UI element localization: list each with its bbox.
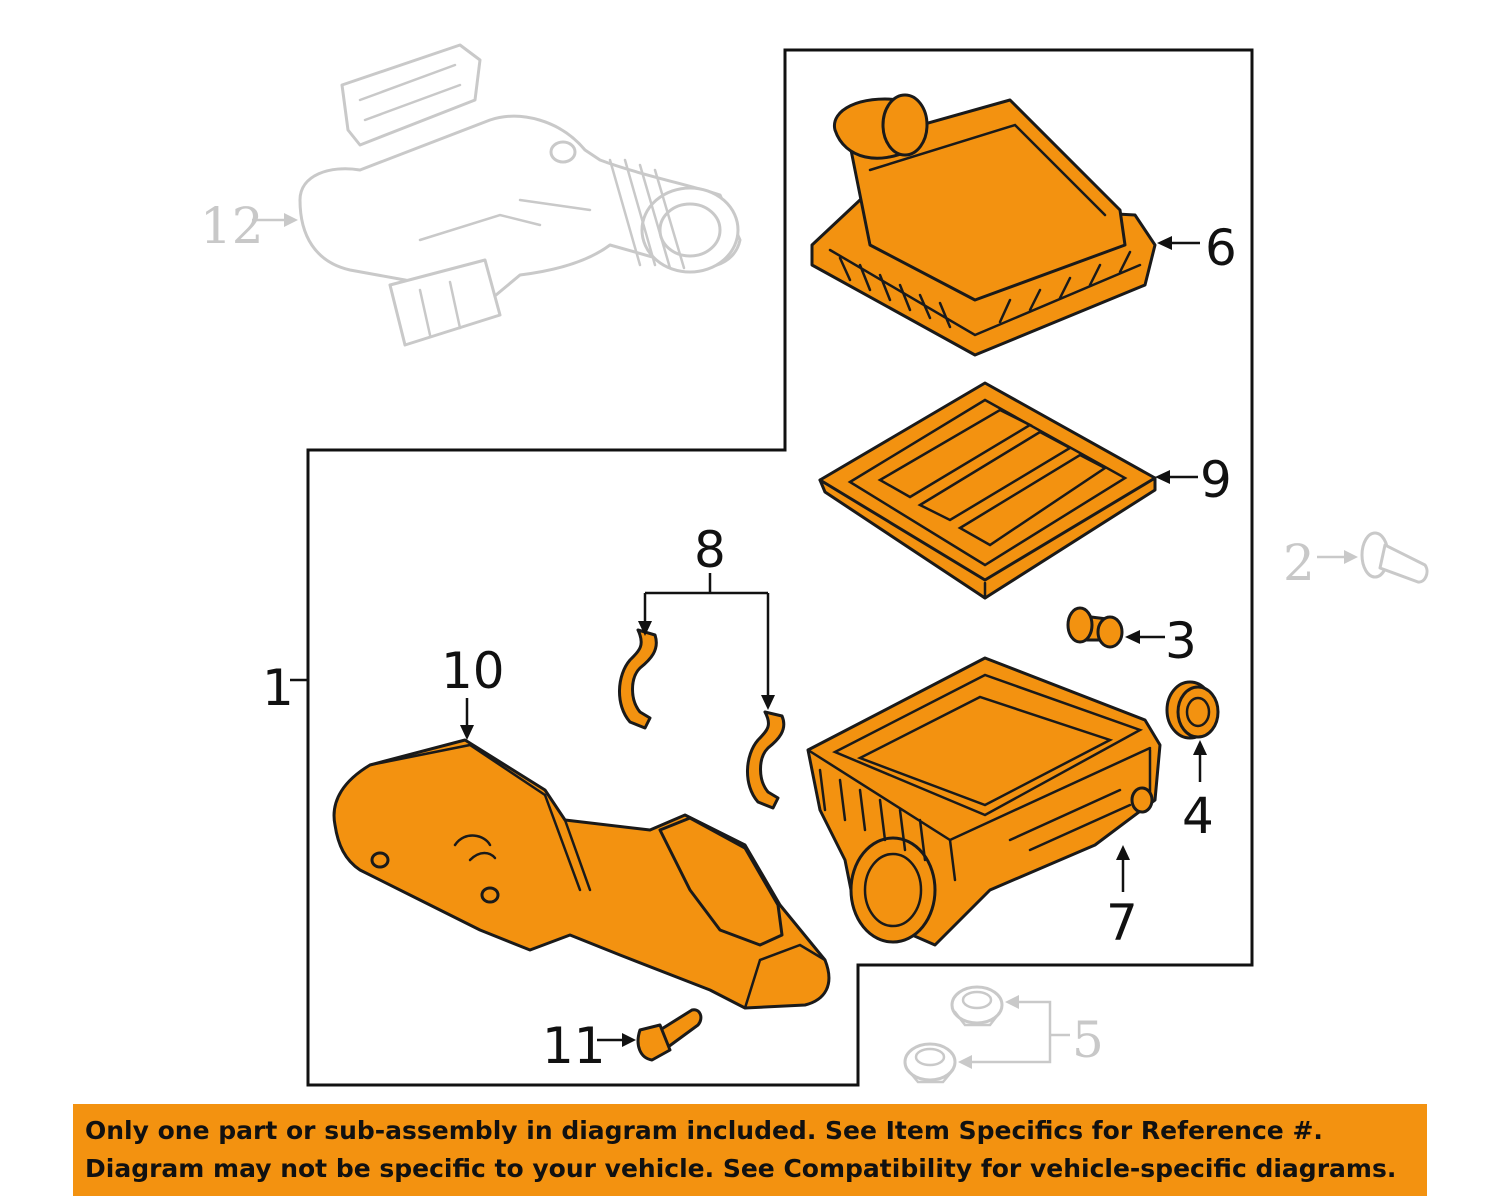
arrowhead-3 <box>1125 630 1140 644</box>
arrowhead-5b <box>958 1055 972 1069</box>
arrowhead-2 <box>1344 550 1358 564</box>
disclaimer-line-1: Only one part or sub-assembly in diagram… <box>85 1116 1323 1145</box>
pad-lower-ghost <box>903 1042 957 1084</box>
callout-12: 12 <box>200 197 264 255</box>
duct-bolt <box>636 1008 703 1062</box>
air-filter-element <box>818 381 1157 600</box>
air-cleaner-cover <box>810 93 1157 357</box>
seal <box>1165 680 1220 740</box>
disclaimer-banner: Only one part or sub-assembly in diagram… <box>73 1104 1427 1196</box>
callout-11: 11 <box>542 1017 606 1075</box>
arrowhead-7 <box>1116 845 1130 860</box>
leader-8 <box>643 573 770 700</box>
arrowhead-12 <box>284 213 298 227</box>
disclaimer-line-2: Diagram may not be specific to your vehi… <box>85 1154 1397 1183</box>
callout-10: 10 <box>441 642 505 700</box>
arrowhead-8b <box>761 695 775 710</box>
callout-8: 8 <box>694 521 726 579</box>
callout-5: 5 <box>1072 1011 1104 1069</box>
callout-6: 6 <box>1205 219 1237 277</box>
callout-7: 7 <box>1106 894 1138 952</box>
callout-4: 4 <box>1182 787 1214 845</box>
arrowhead-4 <box>1193 740 1207 755</box>
intake-tube-ghost <box>298 43 742 347</box>
air-cleaner-housing <box>806 656 1162 947</box>
assembly-frame <box>306 48 1254 1087</box>
clamp-left <box>618 628 658 730</box>
clamp-right <box>746 710 786 810</box>
grommet <box>1066 606 1124 649</box>
leader-5 <box>968 1000 1070 1064</box>
arrowhead-5a <box>1005 995 1019 1009</box>
callout-9: 9 <box>1200 451 1232 509</box>
callout-1: 1 <box>262 659 294 717</box>
arrowhead-8a <box>638 621 652 636</box>
arrowhead-9 <box>1155 470 1170 484</box>
arrowhead-10 <box>460 725 474 740</box>
callout-2: 2 <box>1283 534 1315 592</box>
callout-3: 3 <box>1165 612 1197 670</box>
arrowhead-11 <box>622 1033 636 1047</box>
arrowhead-6 <box>1157 236 1172 250</box>
air-inlet-duct <box>332 738 831 1010</box>
pad-upper-ghost <box>950 985 1004 1027</box>
bolt-ghost <box>1360 531 1429 584</box>
